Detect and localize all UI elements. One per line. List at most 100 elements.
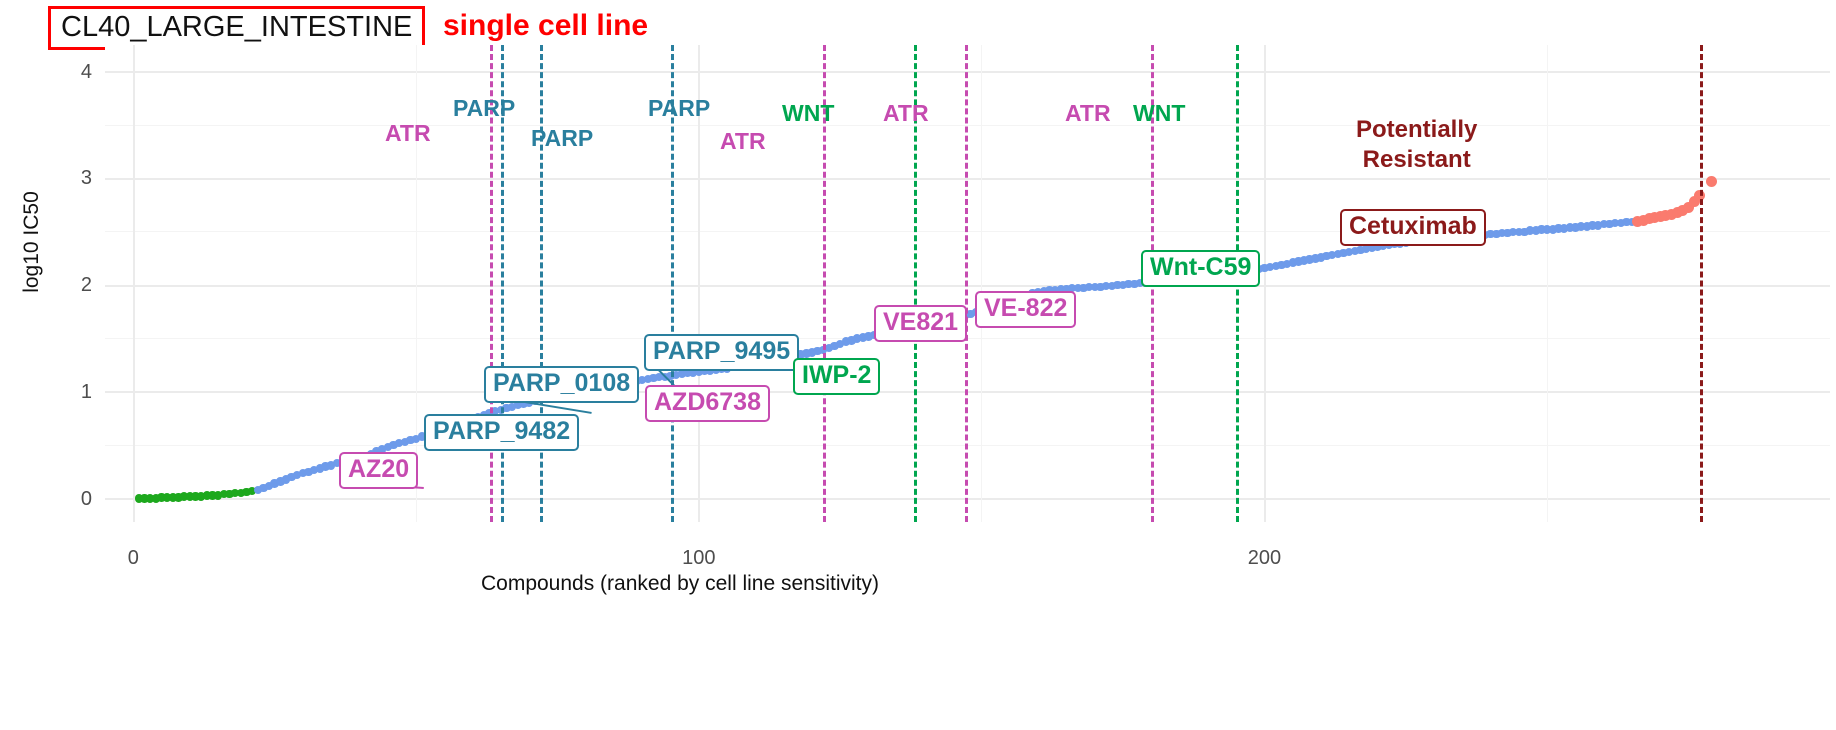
data-point	[1559, 224, 1569, 233]
data-point	[1497, 228, 1507, 237]
category-label-wnt-8: WNT	[1133, 100, 1186, 126]
data-point	[174, 493, 183, 502]
resistant-note-line1: Potentially	[1356, 116, 1478, 143]
data-point	[1124, 279, 1133, 289]
data-point	[1282, 259, 1292, 268]
gridline-vertical	[698, 45, 701, 522]
data-point	[1554, 224, 1563, 233]
compound-label-ve-822[interactable]: VE-822	[975, 291, 1077, 328]
data-point	[1688, 196, 1700, 208]
compound-label-parp-9482[interactable]: PARP_9482	[424, 414, 580, 451]
compound-label-azd6738[interactable]: AZD6738	[645, 385, 770, 422]
category-label-atr-0: ATR	[385, 120, 431, 146]
category-divider-resistant	[1699, 45, 1703, 522]
data-point	[1050, 286, 1060, 295]
data-point	[1520, 227, 1529, 236]
compound-label-ve821[interactable]: VE821	[874, 305, 968, 342]
data-point	[196, 492, 206, 501]
data-point	[1260, 263, 1269, 273]
compound-label-parp-0108[interactable]: PARP_0108	[484, 366, 640, 403]
page-title: CL40_LARGE_INTESTINE	[48, 6, 426, 50]
data-point	[683, 368, 692, 377]
data-point	[802, 349, 811, 358]
data-point	[1666, 209, 1678, 221]
x-tick-label: 200	[1247, 547, 1282, 569]
data-point	[508, 402, 517, 411]
data-point	[163, 493, 172, 502]
data-point	[168, 493, 178, 502]
data-point	[287, 472, 296, 482]
data-point	[293, 470, 302, 480]
y-tick-label: 1	[80, 380, 92, 403]
data-point	[1288, 258, 1297, 267]
data-point	[191, 492, 200, 501]
compound-label-az20[interactable]: AZ20	[339, 452, 419, 489]
data-point	[1503, 228, 1512, 237]
data-point	[1090, 283, 1099, 292]
data-point	[372, 447, 381, 456]
data-point	[502, 403, 511, 412]
data-point	[411, 434, 421, 443]
data-point	[377, 445, 387, 454]
data-point	[836, 339, 845, 348]
data-point	[208, 491, 217, 500]
y-tick-label: 2	[80, 274, 92, 297]
category-label-parp-1: PARP	[453, 95, 516, 121]
data-point	[1627, 217, 1637, 227]
data-point	[1622, 217, 1631, 227]
data-point	[1101, 281, 1111, 291]
data-point	[1045, 286, 1054, 295]
data-point	[1367, 243, 1377, 252]
data-point	[1576, 222, 1586, 231]
data-point	[230, 488, 240, 498]
data-point	[672, 370, 681, 379]
category-label-wnt-5: WNT	[782, 100, 835, 126]
category-label-atr-6: ATR	[883, 100, 929, 126]
data-point	[864, 332, 873, 341]
data-point	[1571, 223, 1580, 232]
data-point	[1599, 220, 1608, 229]
data-point	[841, 337, 851, 346]
compound-label-parp-9495[interactable]: PARP_9495	[644, 334, 800, 371]
data-point	[321, 462, 330, 471]
compound-label-wnt-c59[interactable]: Wnt-C59	[1141, 250, 1261, 287]
data-point	[1333, 249, 1343, 259]
data-point	[1062, 285, 1071, 294]
x-tick-label: 100	[682, 547, 716, 569]
data-point	[1565, 223, 1575, 232]
data-point	[264, 481, 274, 490]
data-point	[270, 479, 279, 488]
data-point	[807, 348, 817, 357]
category-divider-parp	[540, 45, 544, 522]
category-label-atr-7: ATR	[1065, 100, 1111, 126]
data-point	[146, 494, 155, 503]
data-point	[1316, 253, 1326, 262]
compound-label-cetuximab[interactable]: Cetuximab	[1340, 209, 1486, 246]
gridline-vertical	[132, 45, 135, 522]
data-point	[247, 486, 257, 496]
compound-label-iwp-2[interactable]: IWP-2	[793, 358, 881, 395]
data-point	[1632, 215, 1644, 227]
data-point	[649, 373, 658, 383]
data-point	[394, 438, 404, 448]
data-point	[219, 490, 228, 499]
data-point	[1616, 219, 1625, 228]
data-point	[1265, 262, 1275, 272]
data-point	[185, 492, 195, 501]
data-point	[830, 341, 839, 351]
category-label-atr-4: ATR	[720, 128, 766, 154]
data-point	[327, 461, 336, 470]
data-point	[202, 491, 211, 500]
gridline-vertical	[981, 45, 983, 522]
category-label-parp-3: PARP	[648, 95, 711, 121]
data-point	[1593, 221, 1603, 230]
data-point	[406, 435, 415, 445]
data-point	[281, 475, 291, 484]
data-point	[1531, 226, 1541, 235]
data-point	[1362, 244, 1371, 253]
data-point	[400, 437, 409, 447]
data-point	[151, 494, 161, 503]
category-divider-wnt	[913, 45, 917, 522]
data-point	[491, 406, 500, 416]
